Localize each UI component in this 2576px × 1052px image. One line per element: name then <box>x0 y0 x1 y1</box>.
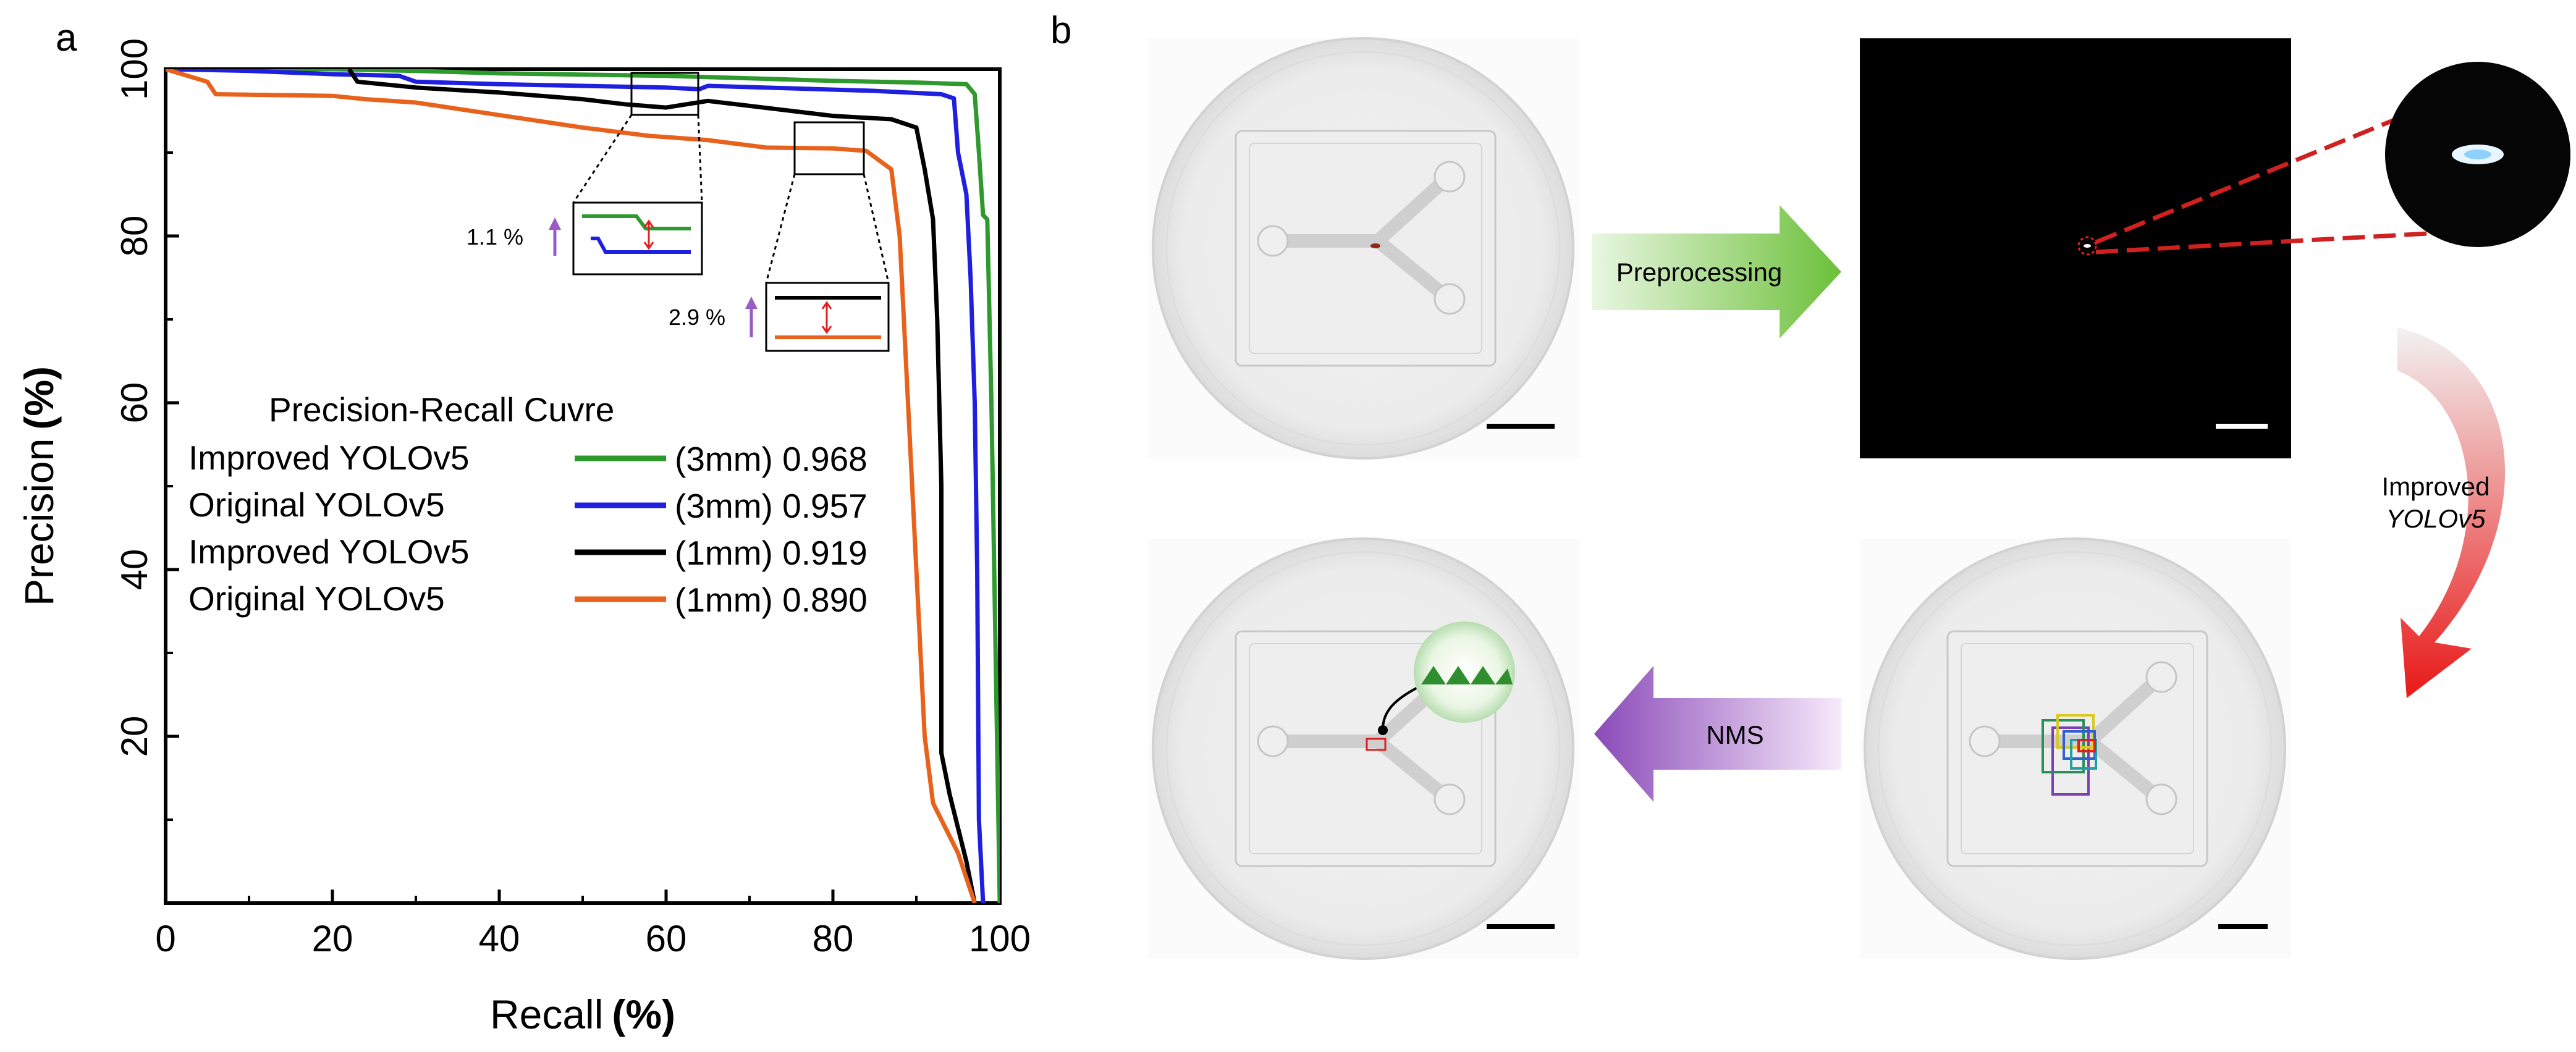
preprocessing-label: Preprocessing <box>1616 258 1782 287</box>
photo-final-detection <box>1148 537 1579 960</box>
legend-value: (1mm) 0.919 <box>675 534 868 572</box>
legend-label: Original YOLOv5 <box>188 486 445 524</box>
y-tick-label: 20 <box>114 716 155 757</box>
panel-b-label: b <box>1050 9 1071 52</box>
outlet-well <box>2145 661 2177 693</box>
chip-inner <box>1961 643 2194 854</box>
callout-bubble <box>1414 621 1515 723</box>
panel-a-label: a <box>56 17 77 59</box>
x-axis-title-unit: (%) <box>612 991 675 1037</box>
magnify-line <box>2095 230 2451 255</box>
chip-inner <box>1249 643 1482 854</box>
pr-curve-series-3 <box>347 69 977 903</box>
y-tick-label: 80 <box>114 216 155 257</box>
petri-dish-rim <box>1877 551 2273 946</box>
x-axis-title-text: Recall <box>490 991 603 1037</box>
black-image <box>1860 38 2291 458</box>
zoom-inset-1: 1.1 % <box>467 72 703 276</box>
callout-dot <box>1378 725 1388 735</box>
zoom-inset-2: 2.9 % <box>669 121 890 352</box>
detected-particle <box>2084 244 2091 248</box>
outlet-well <box>2145 783 2177 815</box>
detection-box <box>1366 738 1387 751</box>
y-axis-title: Precision (%) <box>16 366 62 606</box>
legend-label: Original YOLOv5 <box>188 579 445 618</box>
y-axis-ticks: 20 40 60 80 100 <box>114 38 179 821</box>
candidate-box <box>2051 726 2090 796</box>
red-curved-arrow <box>2397 327 2506 698</box>
callout-line <box>1382 684 1422 730</box>
inlet-well <box>1257 725 1289 757</box>
green-arrow-shape <box>1592 205 1841 339</box>
x-axis-title: Recall(%) <box>490 991 675 1037</box>
outlet-well <box>1434 783 1466 815</box>
zoom-connector <box>765 174 796 284</box>
petri-dish-rim <box>1165 551 1561 946</box>
zoom-label-2: 2.9 % <box>669 305 725 330</box>
detected-object-icon <box>1421 666 1513 684</box>
legend-label: Improved YOLOv5 <box>188 439 469 477</box>
x-tick-label: 20 <box>312 918 353 959</box>
y-tick-label: 100 <box>114 38 155 100</box>
y-channel <box>1266 172 1453 303</box>
photo-candidate-boxes <box>1860 537 2291 960</box>
x-tick-label: 100 <box>969 918 1031 959</box>
x-tick-label: 80 <box>813 918 854 959</box>
zoom-connector <box>697 114 703 203</box>
magnified-particle-core <box>2464 149 2491 159</box>
chip-inner <box>1249 143 1482 354</box>
y-axis-title-unit: (%) <box>16 366 62 430</box>
x-tick-label: 60 <box>646 918 687 959</box>
zoom-blue-line <box>591 237 691 254</box>
purple-arrow-shape <box>1594 666 1841 802</box>
improved-yolov5-arrow: Improved YOLOv5 <box>2381 327 2506 698</box>
zoom-label-1: 1.1 % <box>467 224 523 250</box>
candidate-box <box>2077 739 2096 752</box>
purple-up-arrowhead <box>549 217 561 230</box>
magnify-line <box>2095 116 2399 245</box>
y-tick-label: 40 <box>114 549 155 591</box>
zoom-source-box-2 <box>793 121 865 175</box>
zoom-diff-arrowheads <box>821 301 832 334</box>
y-axis-title-text: Precision <box>16 439 62 606</box>
legend-title: Precision-Recall Cuvre <box>269 390 614 429</box>
zoom-connector <box>863 174 890 284</box>
legend-value: (3mm) 0.968 <box>675 440 868 478</box>
magnified-particle-bubble <box>2385 62 2570 247</box>
sample-particle <box>1370 243 1380 248</box>
petri-dish-rim <box>1165 51 1561 446</box>
yolov5-label: YOLOv5 <box>2386 504 2486 533</box>
inlet-well <box>1969 725 2001 757</box>
nms-arrow: NMS <box>1594 666 1841 802</box>
pr-curves <box>166 69 1000 903</box>
inlet-well <box>1257 225 1289 257</box>
zoom-source-box-1 <box>630 72 699 116</box>
purple-up-arrowhead <box>745 297 758 309</box>
outlet-well <box>1434 283 1466 315</box>
outlet-well <box>1434 161 1466 193</box>
pr-curve-series-1 <box>166 69 1000 903</box>
x-axis-ticks: 0 20 40 60 80 100 <box>155 890 1031 959</box>
zoom-connector <box>572 114 633 203</box>
legend-label: Improved YOLOv5 <box>188 532 469 571</box>
legend-value: (3mm) 0.957 <box>675 487 868 525</box>
photo-original-dish <box>1148 37 1579 460</box>
legend-value: (1mm) 0.890 <box>675 581 868 619</box>
pr-curve-series-2 <box>166 69 986 903</box>
y-tick-label: 60 <box>114 382 155 424</box>
zoom-green-line <box>582 214 691 230</box>
x-tick-label: 0 <box>155 918 175 959</box>
zoom-diff-arrowheads <box>643 219 654 250</box>
improved-label: Improved <box>2381 472 2489 501</box>
nms-label: NMS <box>1706 720 1763 749</box>
x-tick-label: 40 <box>479 918 520 959</box>
preprocessing-arrow: Preprocessing <box>1592 205 1841 339</box>
detection-circle <box>2077 236 2097 256</box>
photo-preprocessed <box>1860 38 2451 458</box>
pr-curve-series-4 <box>166 69 977 903</box>
